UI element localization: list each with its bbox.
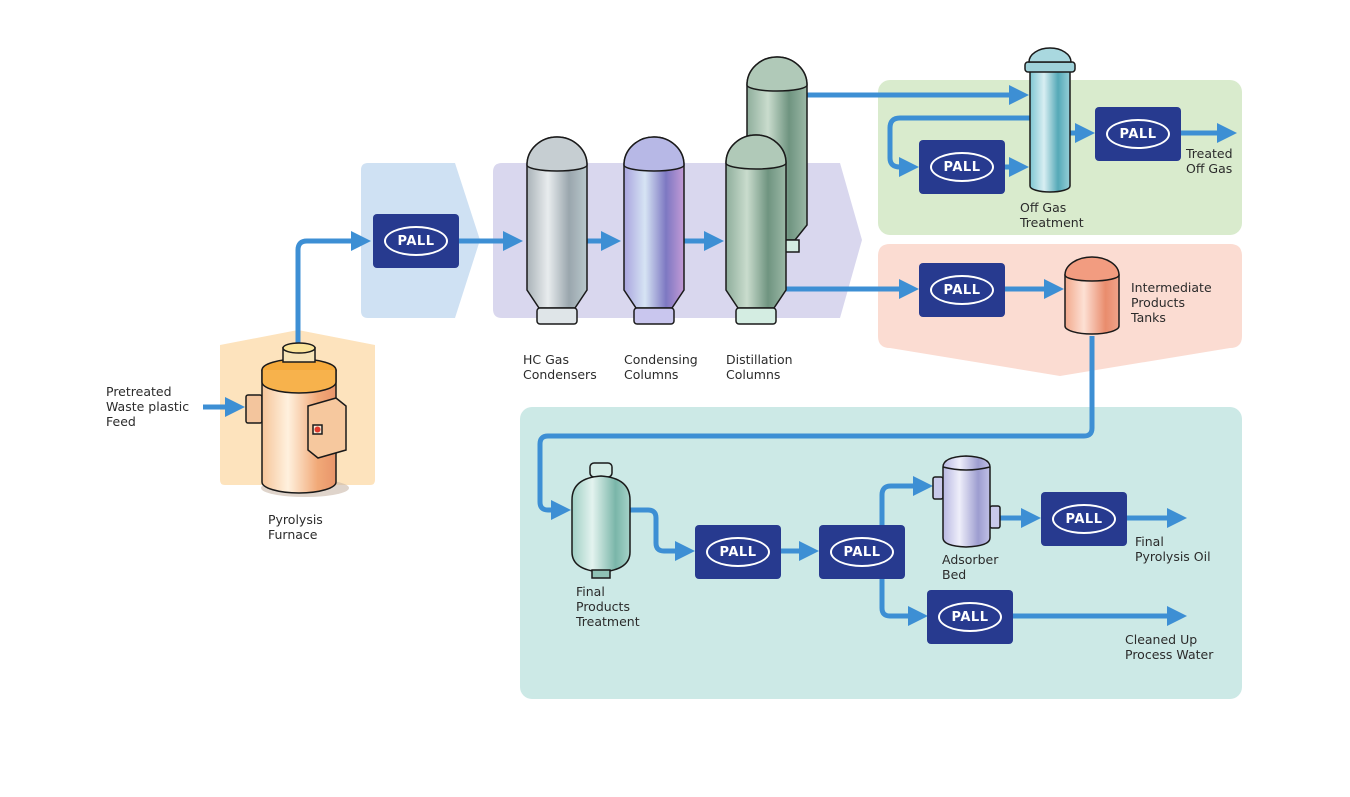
pyrolysis-furnace-icon bbox=[245, 342, 349, 497]
pall-filter-final-2[interactable]: PALL bbox=[819, 525, 905, 579]
pall-logo: PALL bbox=[1052, 504, 1116, 534]
pall-filter-intermediate[interactable]: PALL bbox=[919, 263, 1005, 317]
label-pyrolysis-furnace: Pyrolysis Furnace bbox=[268, 512, 323, 542]
label-intermediate-products-tanks: Intermediate Products Tanks bbox=[1131, 280, 1212, 325]
pall-logo: PALL bbox=[930, 275, 994, 305]
flow-offgas-loop bbox=[887, 115, 1030, 177]
flow-furnace-to-pall bbox=[295, 231, 371, 348]
flow-treatment-to-pall bbox=[626, 507, 695, 561]
flow-tanks-to-final bbox=[537, 336, 1095, 520]
hc-gas-condenser-icon bbox=[526, 136, 588, 325]
pall-logo: PALL bbox=[830, 537, 894, 567]
pall-filter-offgas-post[interactable]: PALL bbox=[1095, 107, 1181, 161]
pall-filter-oil[interactable]: PALL bbox=[1041, 492, 1127, 546]
pall-filter-water[interactable]: PALL bbox=[927, 590, 1013, 644]
label-feed: Pretreated Waste plastic Feed bbox=[106, 384, 190, 429]
label-condensing-columns: Condensing Columns bbox=[624, 352, 698, 382]
adsorber-bed-icon bbox=[932, 455, 1001, 548]
pall-logo: PALL bbox=[706, 537, 770, 567]
pall-filter-final-1[interactable]: PALL bbox=[695, 525, 781, 579]
flow-pall-to-adsorber bbox=[879, 476, 933, 525]
label-distillation-columns: Distillation Columns bbox=[726, 352, 793, 382]
pall-logo: PALL bbox=[938, 602, 1002, 632]
condensing-column-icon bbox=[623, 136, 685, 325]
label-final-products-treatment: Final Products Treatment bbox=[576, 584, 640, 629]
label-off-gas-treatment: Off Gas Treatment bbox=[1020, 200, 1084, 230]
label-hc-gas-condensers: HC Gas Condensers bbox=[523, 352, 597, 382]
label-cleaned-process-water: Cleaned Up Process Water bbox=[1125, 632, 1214, 662]
label-adsorber-bed: Adsorber Bed bbox=[942, 552, 999, 582]
intermediate-products-tank-icon bbox=[1064, 256, 1120, 335]
pall-filter-main[interactable]: PALL bbox=[373, 214, 459, 268]
pall-logo: PALL bbox=[930, 152, 994, 182]
off-gas-treatment-column-icon bbox=[1024, 47, 1076, 193]
distillation-column-front-icon bbox=[725, 134, 787, 325]
flow-pall-to-water-pall bbox=[879, 578, 928, 626]
pall-filter-offgas-pre[interactable]: PALL bbox=[919, 140, 1005, 194]
final-products-treatment-icon bbox=[571, 462, 631, 579]
label-treated-off-gas: Treated Off Gas bbox=[1186, 146, 1233, 176]
label-final-pyrolysis-oil: Final Pyrolysis Oil bbox=[1135, 534, 1211, 564]
pall-logo: PALL bbox=[1106, 119, 1170, 149]
pall-logo: PALL bbox=[384, 226, 448, 256]
